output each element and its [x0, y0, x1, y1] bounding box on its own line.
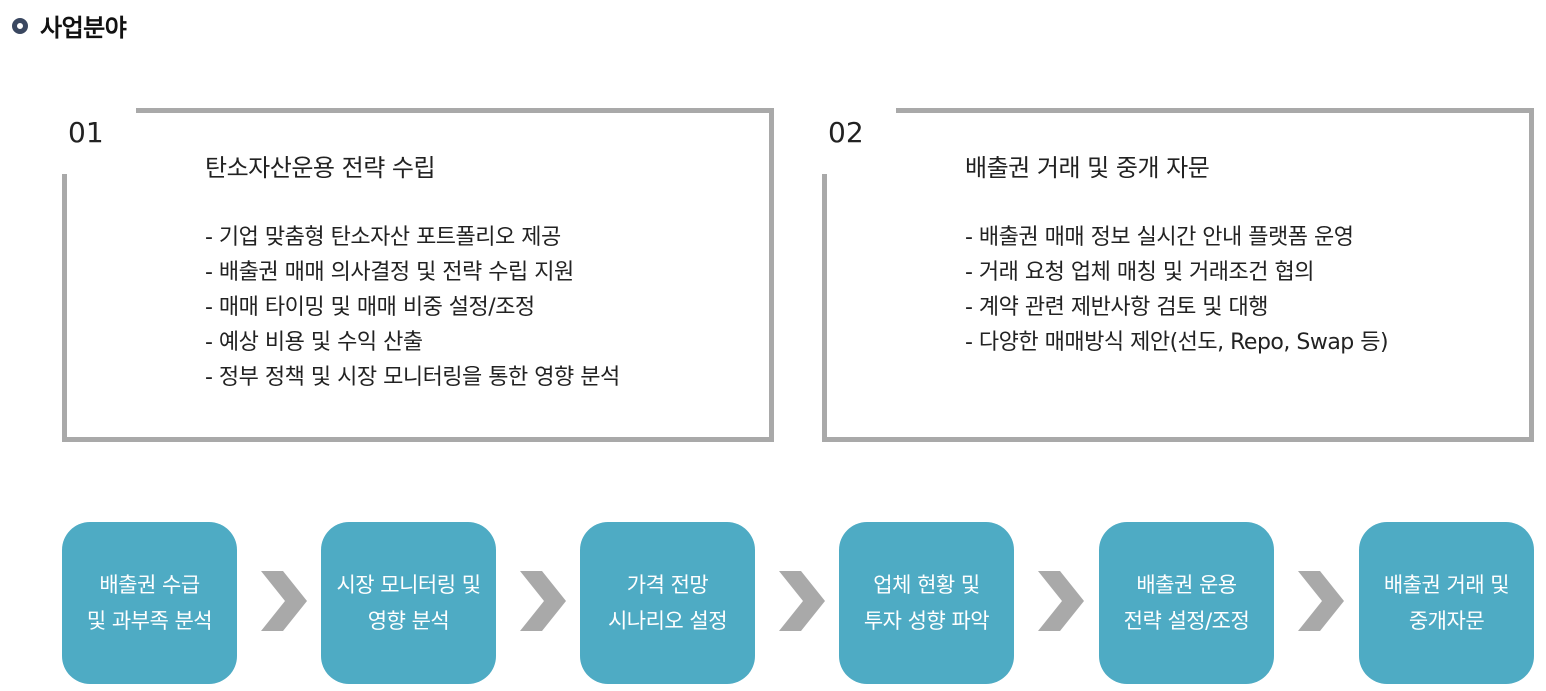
- card-number: 02: [828, 116, 864, 149]
- list-item: - 거래 요청 업체 매칭 및 거래조건 협의: [965, 260, 1315, 285]
- card-list: - 기업 맞춤형 탄소자산 포트폴리오 제공 - 배출권 매매 의사결정 및 전…: [205, 220, 620, 395]
- flow-step-line: 배출권 거래 및: [1383, 573, 1510, 597]
- list-item: - 예상 비용 및 수익 산출: [205, 330, 423, 355]
- list-item: - 배출권 매매 의사결정 및 전략 수립 지원: [205, 260, 574, 285]
- chevron-right-icon: [1038, 571, 1084, 631]
- list-item: - 계약 관련 제반사항 검토 및 대행: [965, 295, 1269, 320]
- chevron-right-icon: [779, 571, 825, 631]
- card-frame: [62, 108, 774, 442]
- card-frame: [822, 108, 1534, 442]
- flow-step-line: 배출권 운용: [1136, 573, 1237, 597]
- flow-step-line: 및 과부족 분석: [86, 609, 213, 633]
- card-title: 탄소자산운용 전략 수립: [205, 154, 436, 182]
- list-item: - 매매 타이밍 및 매매 비중 설정/조정: [205, 295, 535, 320]
- section-header: 사업분야: [12, 8, 127, 43]
- list-item: - 다양한 매매방식 제안(선도, Repo, Swap 등): [965, 330, 1389, 355]
- list-item: - 배출권 매매 정보 실시간 안내 플랫폼 운영: [965, 225, 1354, 250]
- list-item: - 정부 정책 및 시장 모니터링을 통한 영향 분석: [205, 365, 620, 390]
- flow-step-line: 중개자문: [1408, 609, 1485, 633]
- card-list: - 배출권 매매 정보 실시간 안내 플랫폼 운영 - 거래 요청 업체 매칭 …: [965, 220, 1389, 360]
- chevron-right-icon: [261, 571, 307, 631]
- flow-step-line: 가격 전망: [626, 573, 709, 597]
- flow-step-line: 투자 성향 파악: [863, 609, 990, 633]
- flow-step-line: 시장 모니터링 및: [336, 573, 481, 597]
- business-card-2: 02 배출권 거래 및 중개 자문 - 배출권 매매 정보 실시간 안내 플랫폼…: [820, 106, 1534, 442]
- card-title: 배출권 거래 및 중개 자문: [965, 154, 1210, 182]
- business-card-1: 01 탄소자산운용 전략 수립 - 기업 맞춤형 탄소자산 포트폴리오 제공 -…: [60, 106, 774, 442]
- card-number: 01: [68, 116, 104, 149]
- chevron-right-icon: [1298, 571, 1344, 631]
- flow-step-line: 전략 설정/조정: [1123, 609, 1250, 633]
- flow-step-line: 업체 현황 및: [873, 573, 980, 597]
- chevron-right-icon: [520, 571, 566, 631]
- section-title: 사업분야: [40, 14, 127, 42]
- circle-bullet-icon: [12, 17, 28, 34]
- flow-step-line: 배출권 수급: [99, 573, 200, 597]
- flow-step-line: 시나리오 설정: [607, 609, 728, 633]
- flow-step-line: 영향 분석: [367, 609, 450, 633]
- list-item: - 기업 맞춤형 탄소자산 포트폴리오 제공: [205, 225, 561, 250]
